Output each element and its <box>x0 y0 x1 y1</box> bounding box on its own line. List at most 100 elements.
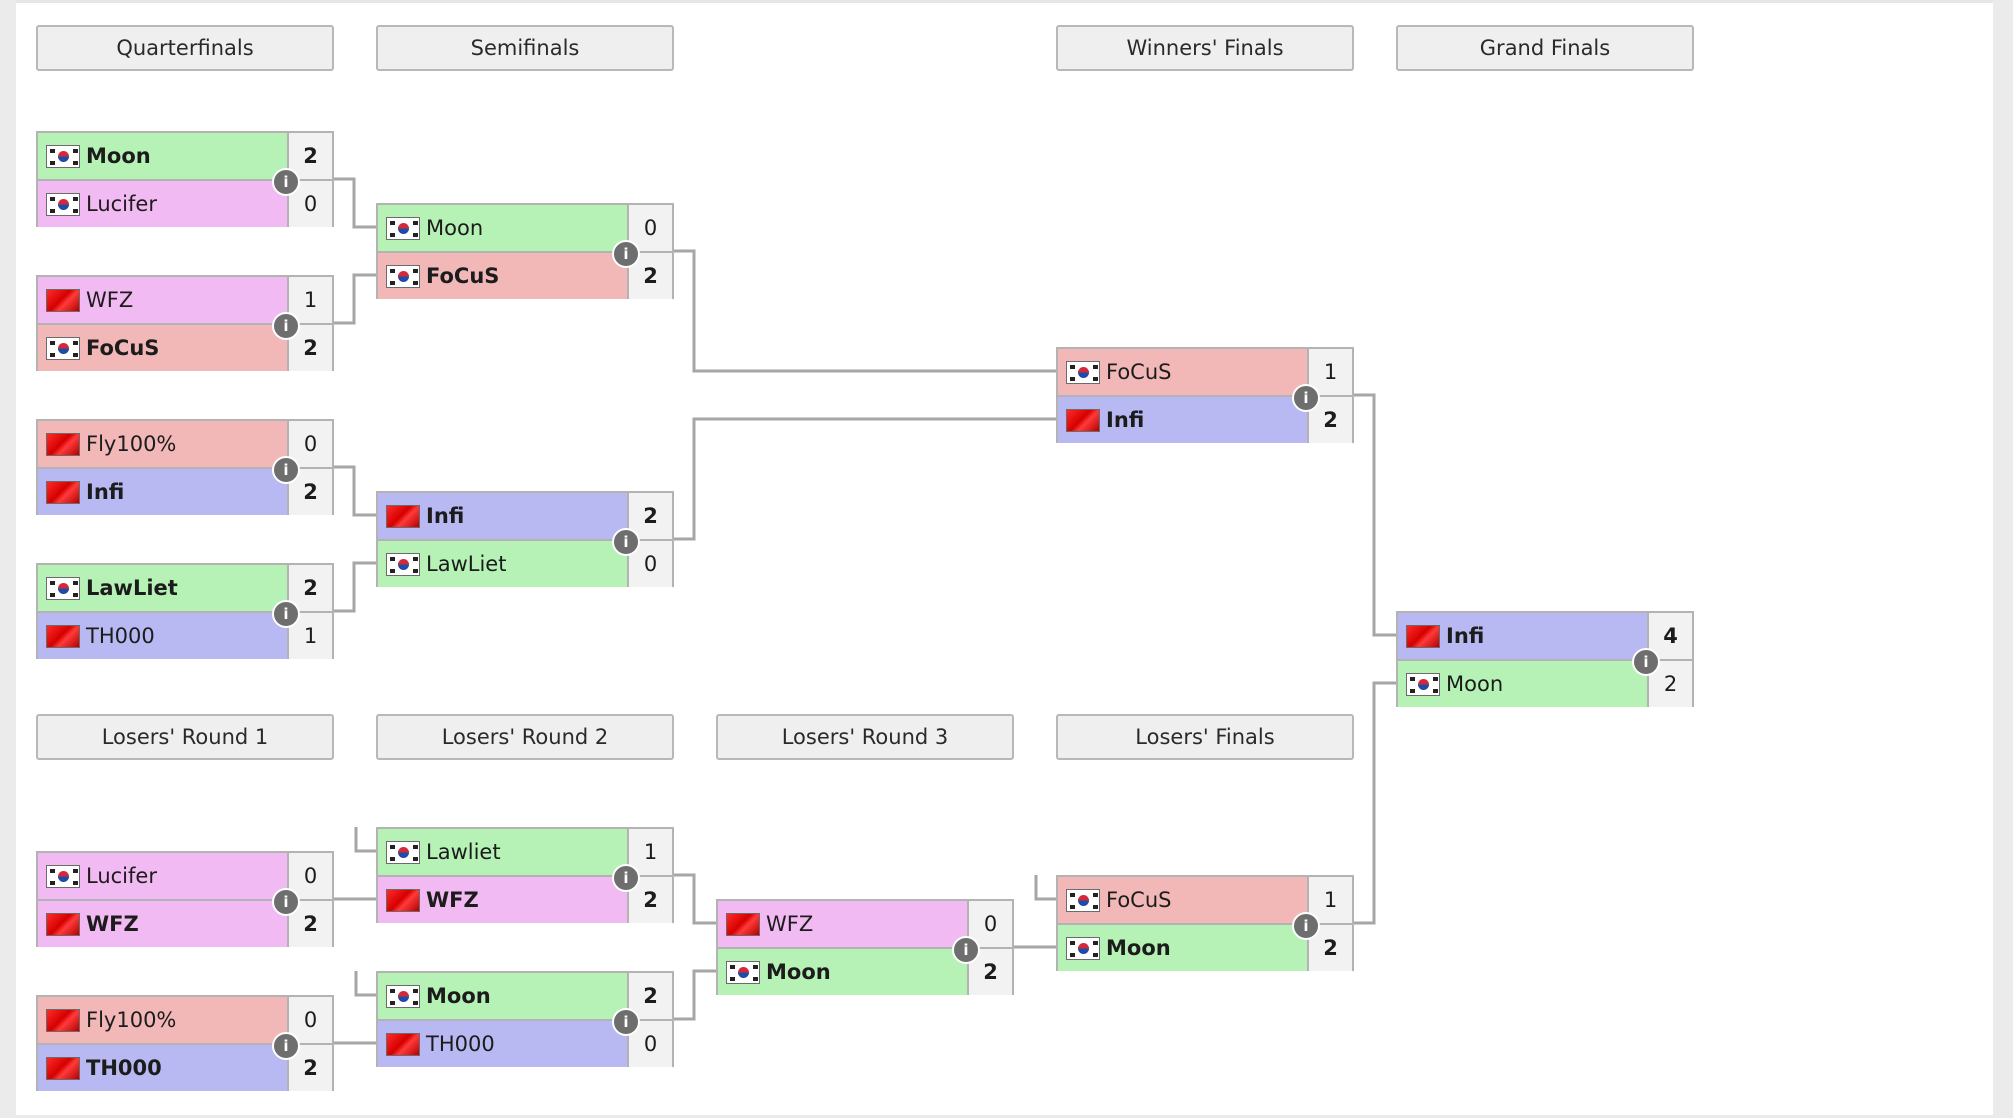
player-name: Infi <box>426 504 465 528</box>
player-row[interactable]: Fly100%0 <box>38 421 332 467</box>
player-cell: Lucifer <box>38 853 287 899</box>
match-info-icon[interactable]: i <box>272 168 300 196</box>
player-cell: WFZ <box>38 901 287 947</box>
player-name: LawLiet <box>426 552 507 576</box>
player-row[interactable]: WFZ 0 <box>718 901 1012 947</box>
south-korea-flag-icon <box>726 961 760 984</box>
china-flag-icon <box>1066 409 1100 432</box>
player-cell: FoCuS <box>38 325 287 371</box>
round-header-losers-round-1: Losers' Round 1 <box>36 714 334 760</box>
player-name: TH000 <box>86 624 155 648</box>
connector-line <box>334 561 376 613</box>
player-score: 2 <box>287 325 332 371</box>
bracket-page: Quarterfinals Semifinals Winners' Finals… <box>16 0 1993 1115</box>
match-info-icon[interactable]: i <box>272 456 300 484</box>
china-flag-icon <box>46 433 80 456</box>
match-info-icon[interactable]: i <box>272 600 300 628</box>
match-info-icon[interactable]: i <box>1632 648 1660 676</box>
player-cell: FoCuS <box>1058 877 1307 923</box>
round-header-losers-round-3: Losers' Round 3 <box>716 714 1014 760</box>
china-flag-icon <box>46 913 80 936</box>
match-info-icon[interactable]: i <box>612 1008 640 1036</box>
china-flag-icon <box>46 481 80 504</box>
player-cell: Fly100% <box>38 421 287 467</box>
china-flag-icon <box>46 289 80 312</box>
player-name: Lucifer <box>86 192 157 216</box>
match-info-icon[interactable]: i <box>612 864 640 892</box>
round-header-quarterfinals: Quarterfinals <box>36 25 334 71</box>
player-name: Moon <box>426 984 491 1008</box>
player-score: 0 <box>967 901 1012 947</box>
player-cell: TH000 <box>38 1045 287 1091</box>
player-cell: Lucifer <box>38 181 287 227</box>
player-cell: Moon <box>718 949 967 995</box>
player-name: Infi <box>86 480 125 504</box>
player-cell: Moon <box>1058 925 1307 971</box>
south-korea-flag-icon <box>46 865 80 888</box>
connector-line <box>1354 681 1396 925</box>
south-korea-flag-icon <box>1066 937 1100 960</box>
match-info-icon[interactable]: i <box>272 888 300 916</box>
china-flag-icon <box>386 505 420 528</box>
connector-line <box>334 273 376 325</box>
player-name: FoCuS <box>426 264 500 288</box>
player-name: WFZ <box>766 912 814 936</box>
player-cell: TH000 <box>38 613 287 659</box>
match-info-icon[interactable]: i <box>612 528 640 556</box>
south-korea-flag-icon <box>386 841 420 864</box>
player-cell: WFZ <box>378 877 627 923</box>
player-cell: TH000 <box>378 1021 627 1067</box>
south-korea-flag-icon <box>386 265 420 288</box>
match-info-icon[interactable]: i <box>272 312 300 340</box>
drop-in-connector <box>354 827 376 853</box>
match-info-icon[interactable]: i <box>1292 912 1320 940</box>
round-header-losers-round-2: Losers' Round 2 <box>376 714 674 760</box>
player-row[interactable]: Lucifer 0 <box>38 179 332 227</box>
round-header-grand-finals: Grand Finals <box>1396 25 1694 71</box>
player-cell: Lawliet <box>378 829 627 875</box>
player-name: WFZ <box>426 888 479 912</box>
match-info-icon[interactable]: i <box>612 240 640 268</box>
match-info-icon[interactable]: i <box>1292 384 1320 412</box>
china-flag-icon <box>46 1057 80 1080</box>
south-korea-flag-icon <box>46 193 80 216</box>
player-name: Lucifer <box>86 864 157 888</box>
player-name: Infi <box>1446 624 1485 648</box>
player-score: 0 <box>287 181 332 227</box>
match-info-icon[interactable]: i <box>952 936 980 964</box>
china-flag-icon <box>386 889 420 912</box>
player-cell: Fly100% <box>38 997 287 1043</box>
connector-line <box>674 873 716 925</box>
connector-line <box>334 177 376 229</box>
player-name: Moon <box>426 216 484 240</box>
match-info-icon[interactable]: i <box>272 1032 300 1060</box>
